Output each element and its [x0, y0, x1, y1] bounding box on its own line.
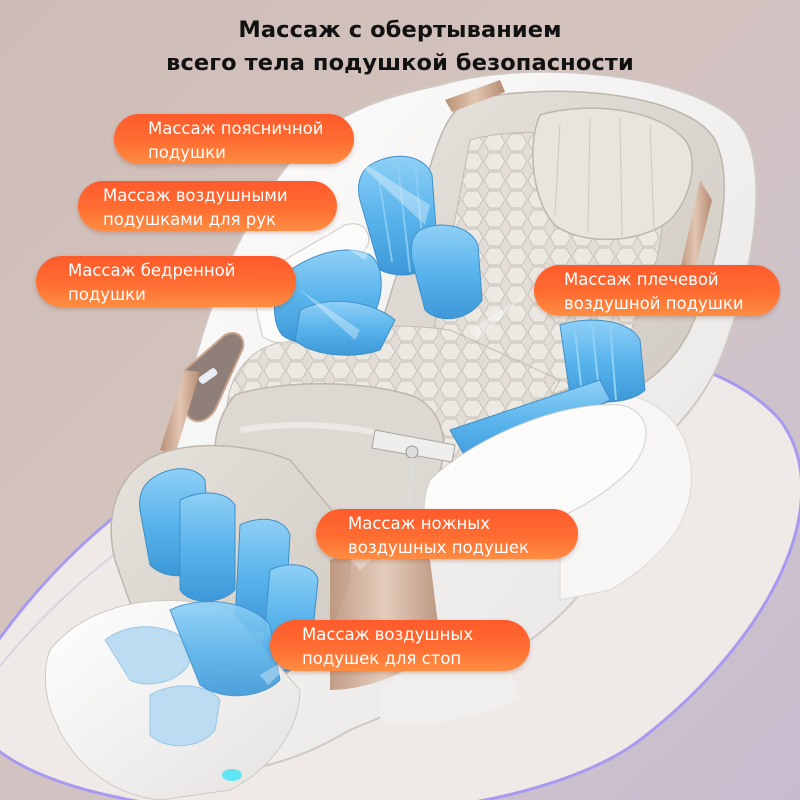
arm-airbags [160, 155, 483, 455]
title-line-1: Массаж с обертыванием [238, 17, 562, 43]
power-indicator-light [222, 769, 242, 781]
label-lumbar-airbag: Массаж поясничной подушки [114, 114, 354, 164]
foot-rest [45, 599, 301, 800]
label-foot-airbag: Массаж воздушных подушек для стоп [270, 620, 530, 671]
label-thigh-airbag: Массаж бедренной подушки [36, 256, 296, 307]
label-arm-airbag: Массаж воздушными подушками для рук [78, 181, 337, 231]
title-line-2: всего тела подушкой безопасности [166, 50, 634, 76]
page-title: Массаж с обертыванием всего тела подушко… [0, 14, 800, 80]
label-shoulder-airbag: Массаж плечевой воздушной подушки [534, 265, 780, 316]
label-calf-airbag: Массаж ножных воздушных подушек [316, 509, 578, 559]
headrest-pillow [532, 107, 693, 241]
calf-airbag-2 [179, 492, 236, 602]
